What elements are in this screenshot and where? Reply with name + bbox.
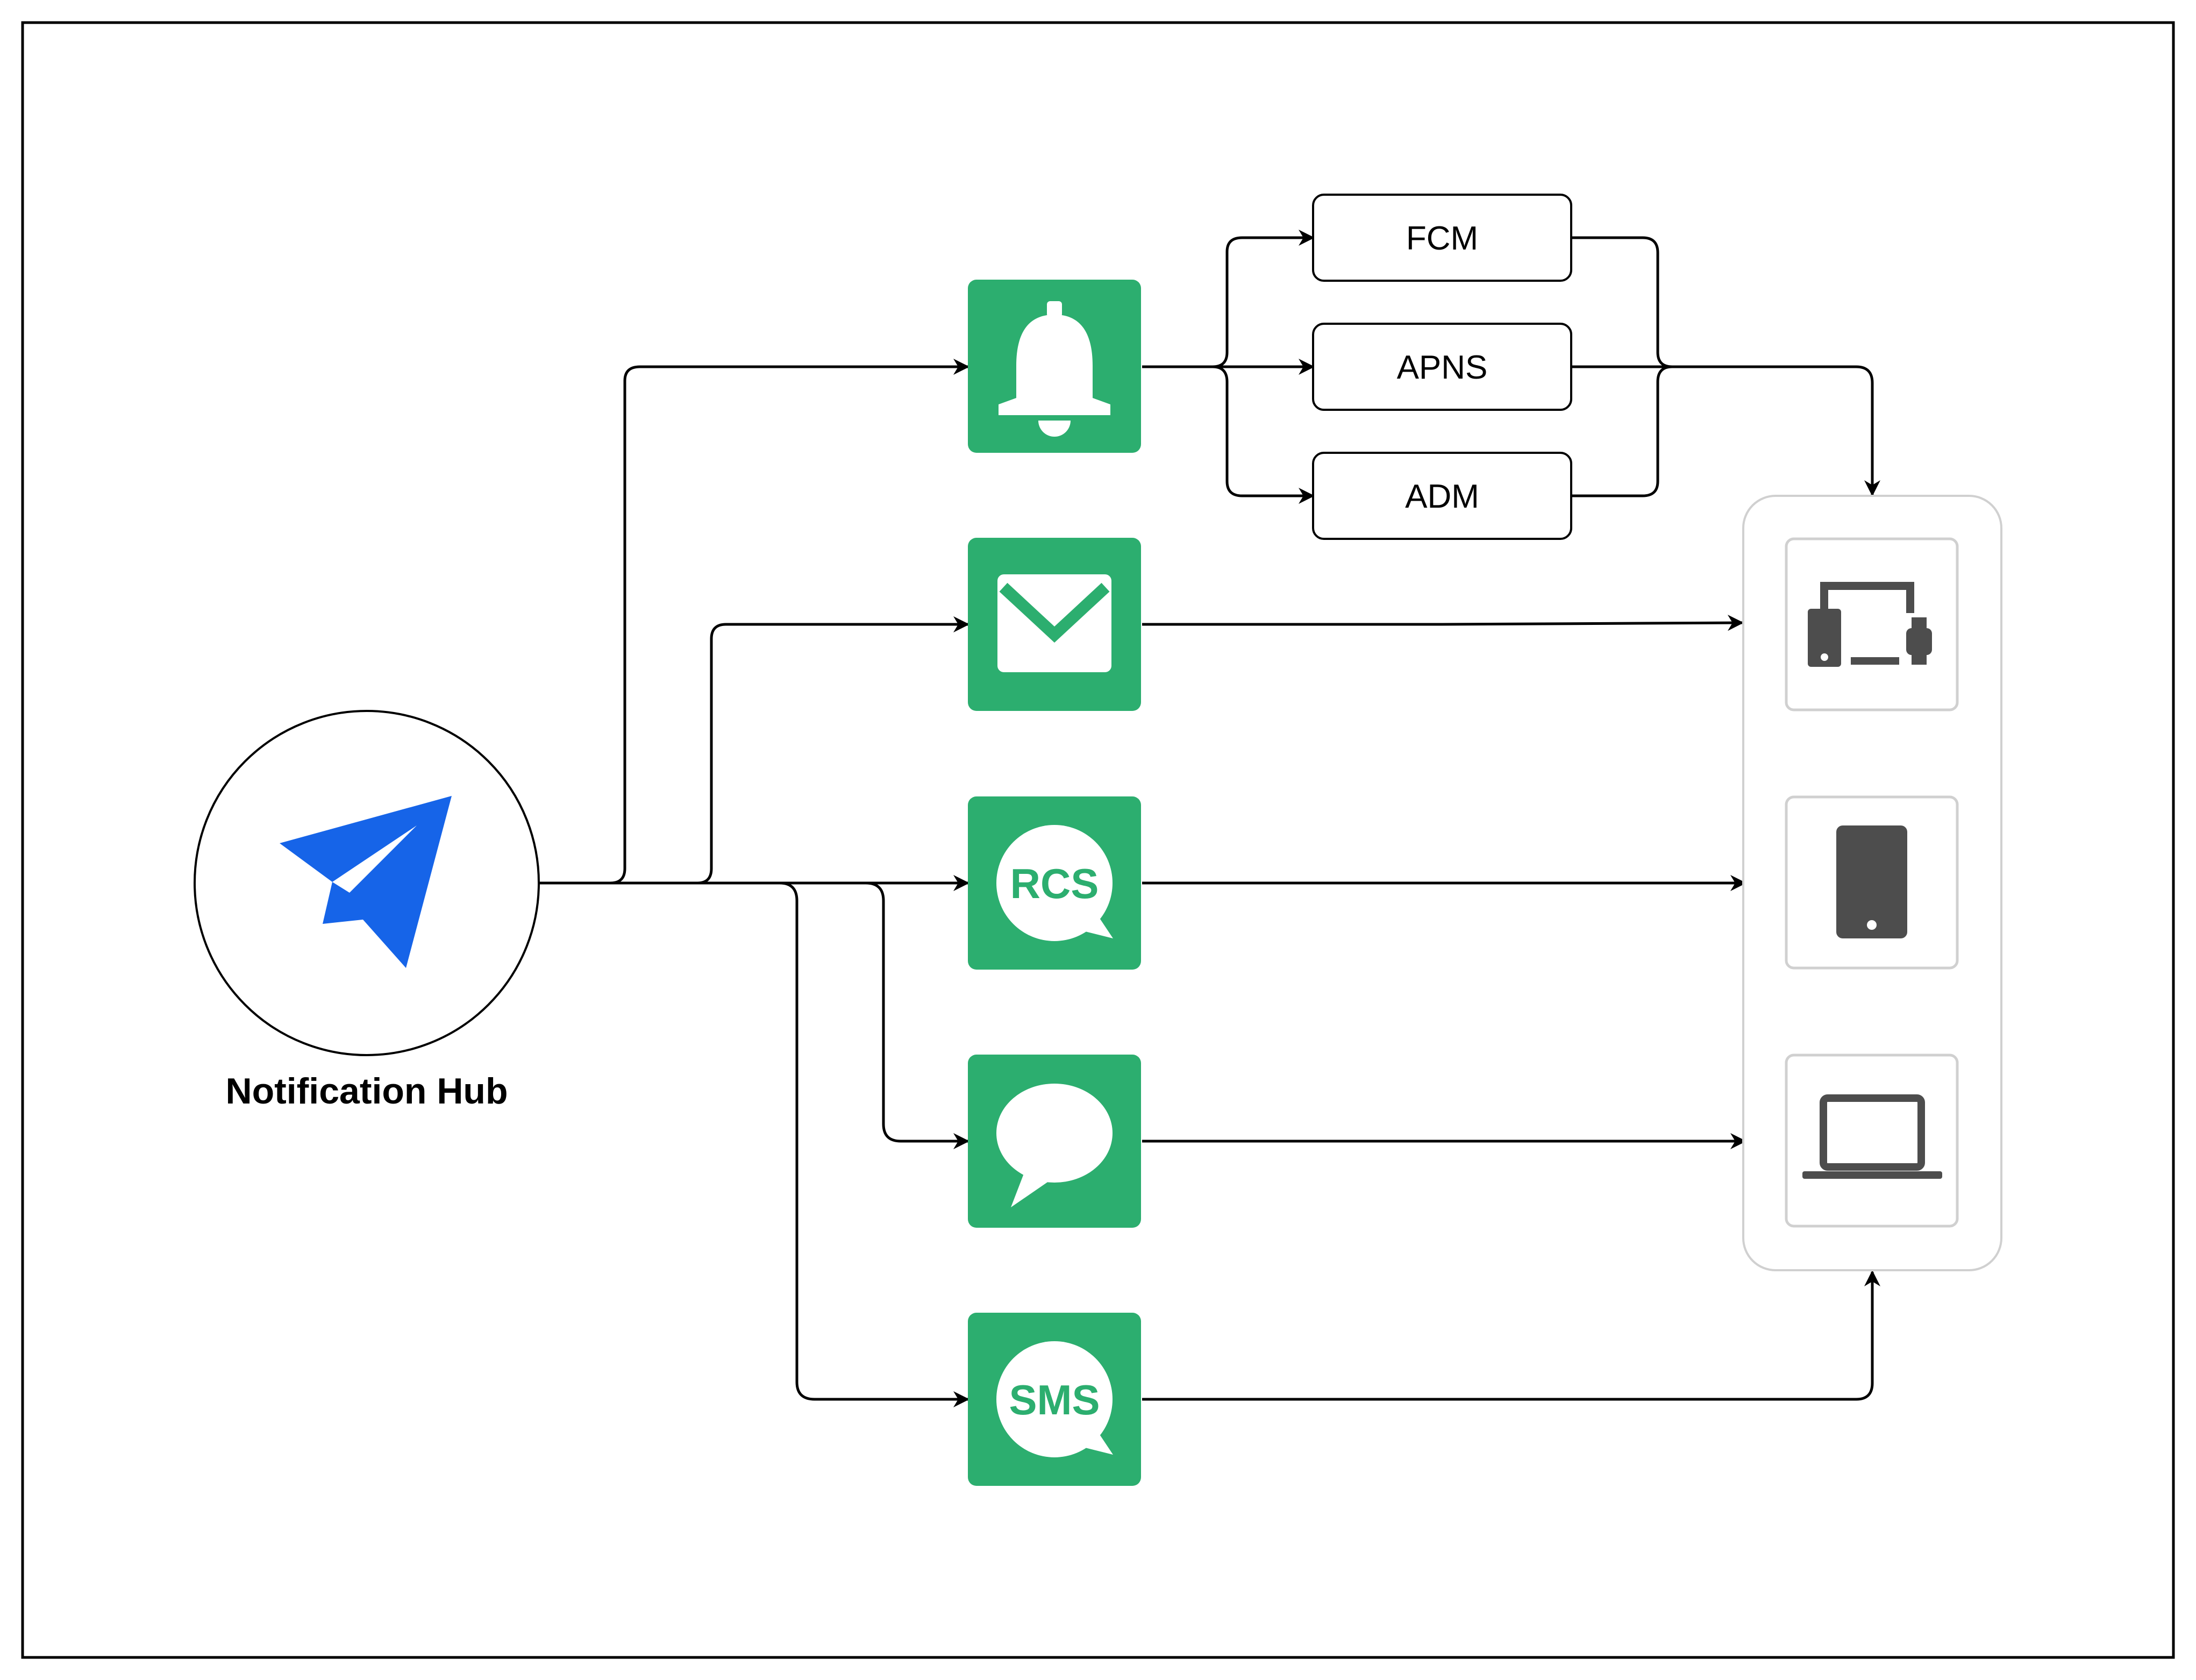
phone-icon bbox=[1836, 825, 1907, 938]
provider-fcm-label: FCM bbox=[1406, 220, 1478, 257]
bell-icon bbox=[999, 301, 1110, 437]
email-channel-node bbox=[968, 538, 1141, 711]
connector-hub-to-sms bbox=[779, 881, 969, 1407]
connector-adm-merge bbox=[1572, 365, 1673, 497]
push-channel-node bbox=[968, 280, 1141, 453]
device-card-multi bbox=[1785, 537, 1959, 711]
provider-apns-label: APNS bbox=[1397, 349, 1488, 386]
rcs-channel-node: RCS bbox=[968, 796, 1141, 970]
provider-adm: ADM bbox=[1312, 452, 1572, 540]
provider-adm-label: ADM bbox=[1405, 478, 1479, 515]
device-card-phone bbox=[1785, 795, 1959, 970]
multi-device-icon bbox=[1808, 582, 1932, 667]
sms-label: SMS bbox=[1009, 1376, 1100, 1423]
connectors bbox=[539, 230, 1880, 1407]
hub-label: Notification Hub bbox=[225, 1071, 508, 1112]
provider-apns: APNS bbox=[1312, 323, 1572, 411]
connector-hub-to-chat bbox=[865, 881, 969, 1149]
rcs-bubble-icon bbox=[996, 825, 1113, 941]
provider-fcm: FCM bbox=[1312, 194, 1572, 282]
connector-providers-to-devices bbox=[1572, 365, 1880, 496]
connector-fcm-merge bbox=[1572, 236, 1673, 368]
connector-sms-to-devices bbox=[1142, 1270, 1880, 1401]
rcs-label: RCS bbox=[1010, 860, 1099, 907]
connector-email-to-devices bbox=[1142, 615, 1744, 631]
devices-panel bbox=[1742, 495, 2002, 1271]
sms-bubble-icon bbox=[996, 1341, 1113, 1457]
connector-push-to-adm bbox=[1142, 365, 1315, 504]
sms-channel-node: SMS bbox=[968, 1313, 1141, 1486]
chat-channel-node bbox=[968, 1055, 1141, 1228]
chat-bubble-icon bbox=[996, 1084, 1113, 1207]
notification-hub-node: Notification Hub bbox=[194, 710, 540, 1112]
device-card-laptop bbox=[1785, 1053, 1959, 1228]
laptop-icon bbox=[1802, 1094, 1942, 1179]
paper-plane-icon bbox=[280, 796, 452, 968]
envelope-icon bbox=[997, 574, 1111, 672]
